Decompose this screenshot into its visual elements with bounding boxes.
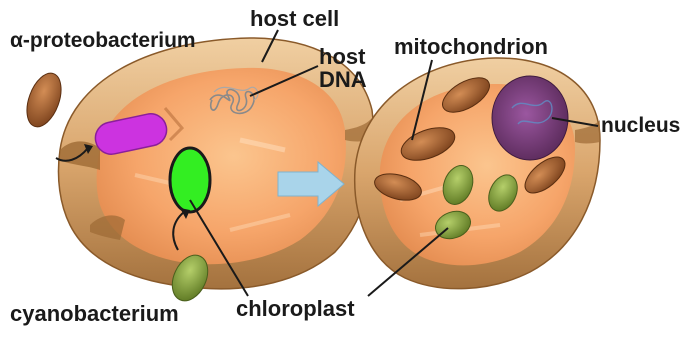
label-alpha-proteobacterium: α-proteobacterium	[10, 30, 196, 51]
label-host-dna: host DNA	[319, 45, 367, 91]
label-host-dna-line1: host	[319, 45, 367, 68]
engulfed-cyanobacterium	[170, 148, 210, 212]
label-host-cell: host cell	[250, 8, 339, 30]
label-chloroplast: chloroplast	[236, 298, 355, 320]
label-host-dna-line2: DNA	[319, 68, 367, 91]
label-mitochondrion: mitochondrion	[394, 36, 548, 58]
label-nucleus: nucleus	[601, 115, 680, 136]
alpha-proteobacterium	[20, 69, 67, 132]
label-cyanobacterium: cyanobacterium	[10, 303, 179, 325]
